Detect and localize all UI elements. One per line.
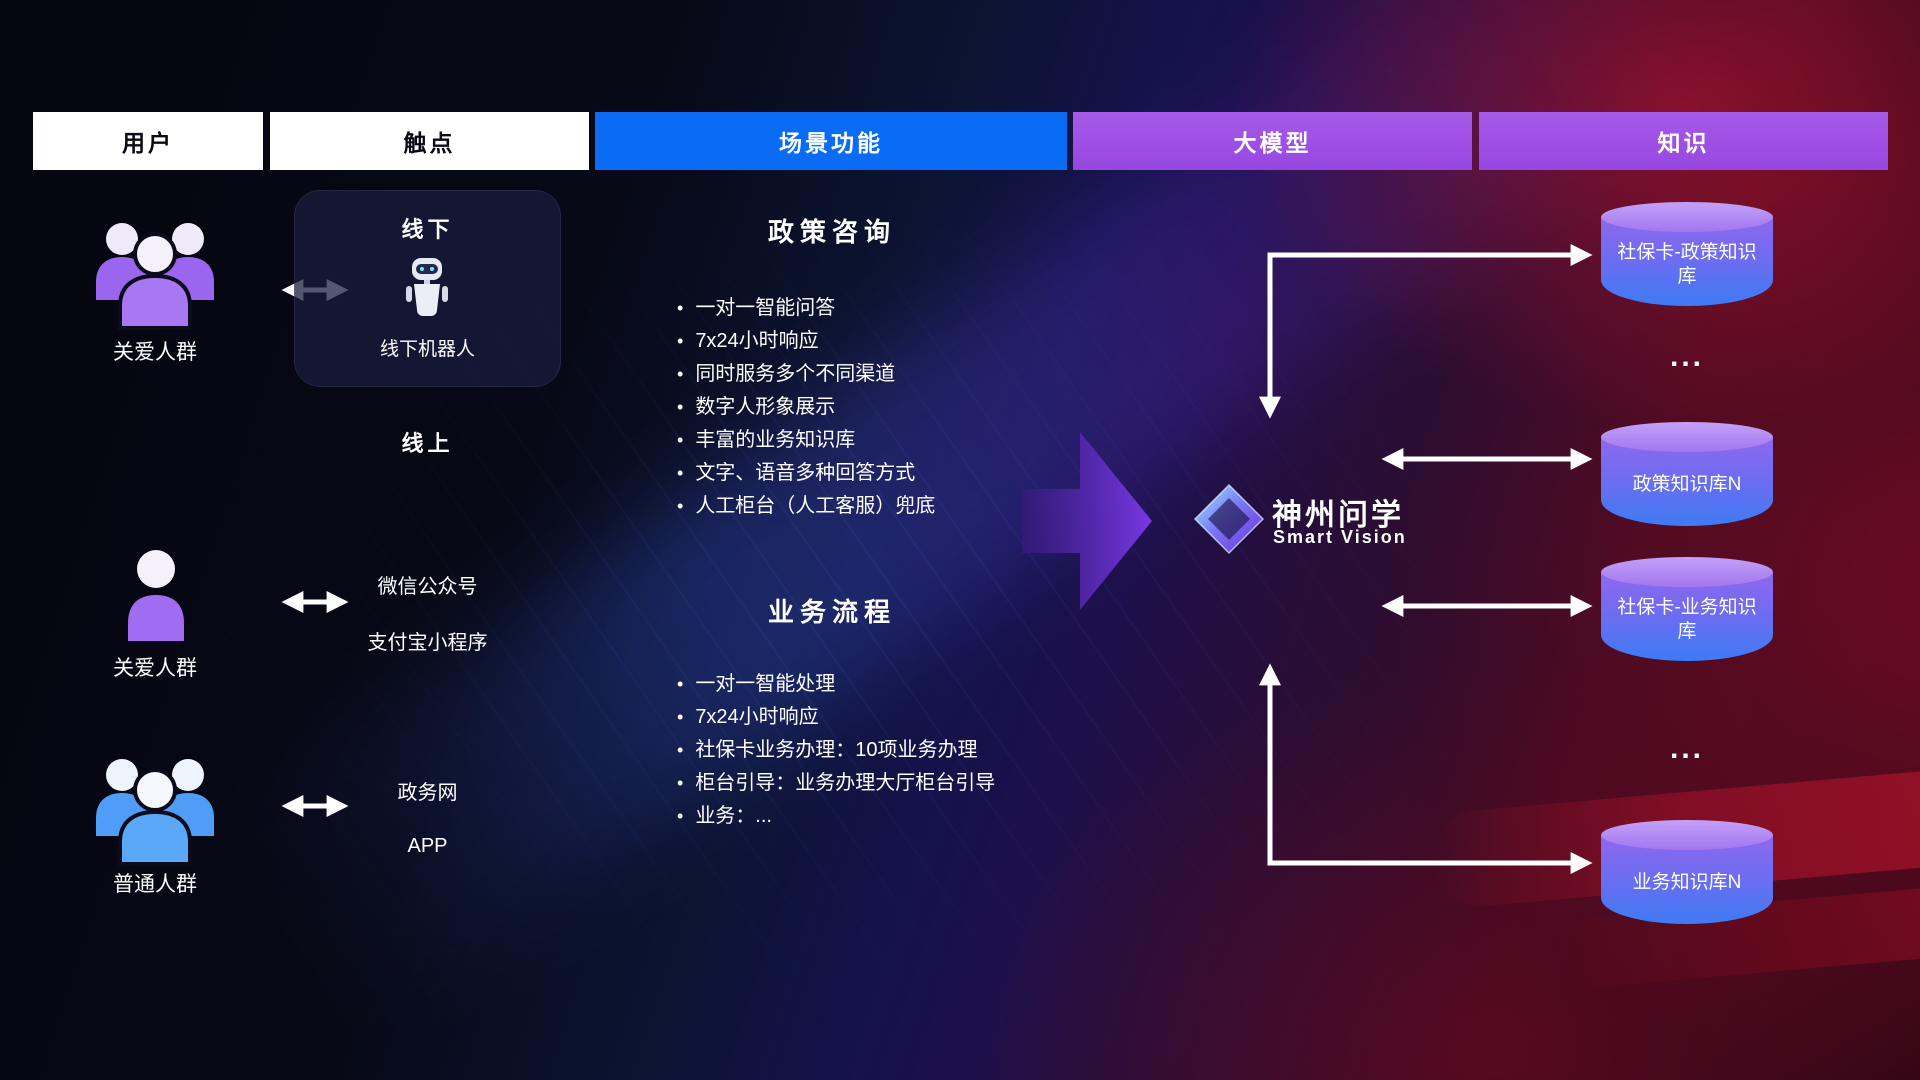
offline-robot-label: 线下机器人: [379, 339, 475, 360]
db-business-n: 业务知识库N: [1601, 820, 1773, 924]
cylinder-top: [1601, 557, 1773, 587]
arrow-model-db4: [1258, 663, 1593, 875]
online-title: 线上: [401, 431, 454, 456]
header-col-knowledge: 知识: [1479, 112, 1888, 170]
header-col-touchpoints: 触点: [270, 112, 589, 170]
db-label: 业务知识库N: [1632, 872, 1742, 893]
policy-item: 数字人形象展示: [677, 391, 935, 424]
brand-logo-icon: [1193, 483, 1265, 555]
cylinder-top: [1601, 422, 1773, 452]
policy-item: 一对一智能问答: [677, 292, 935, 325]
touchpoint-app: APP: [407, 835, 448, 857]
business-list: 一对一智能处理 7x24小时响应 社保卡业务办理：10项业务办理 柜台引导：业务…: [677, 668, 995, 833]
brand-subtitle: Smart Vision: [1273, 527, 1407, 547]
business-item: 一对一智能处理: [677, 668, 995, 701]
db-policy-social-card: 社保卡-政策知识库: [1601, 202, 1773, 306]
header-col-large-model: 大模型: [1073, 112, 1472, 170]
policy-item: 丰富的业务知识库: [677, 424, 935, 457]
db-business-social-card: 社保卡-业务知识库: [1601, 557, 1773, 661]
policy-section-title: 政策咨询: [767, 217, 896, 247]
touchpoint-alipay: 支付宝小程序: [367, 632, 488, 654]
policy-item: 7x24小时响应: [677, 325, 935, 358]
brand-name: 神州问学: [1272, 499, 1404, 532]
db-policy-n: 政策知识库N: [1601, 422, 1773, 526]
user-group-2-label: 关爱人群: [113, 657, 197, 680]
business-section-title: 业务流程: [767, 597, 896, 627]
touchpoint-gov-web: 政务网: [397, 782, 458, 804]
flow-arrow: [1022, 432, 1152, 610]
ellipsis-policy: ...: [1669, 340, 1704, 373]
business-item: 7x24小时响应: [677, 701, 995, 734]
business-item: 柜台引导：业务办理大厅柜台引导: [677, 767, 995, 800]
policy-item: 同时服务多个不同渠道: [677, 358, 935, 391]
robot-icon: [406, 258, 448, 316]
cylinder-top: [1601, 202, 1773, 232]
person-purple-icon: [128, 550, 184, 641]
arrow-model-db1: [1258, 243, 1593, 419]
ellipsis-business: ...: [1669, 732, 1704, 765]
header-col-users: 用户: [33, 112, 263, 170]
user-group-3-label: 普通人群: [113, 873, 197, 896]
policy-item: 人工柜台（人工客服）兜底: [677, 490, 935, 523]
db-label: 社保卡-政策知识库: [1617, 242, 1757, 287]
people-group-purple-icon: [96, 223, 214, 330]
cylinder-top: [1601, 820, 1773, 850]
db-label: 政策知识库N: [1632, 474, 1742, 495]
db-label: 社保卡-业务知识库: [1617, 597, 1757, 642]
policy-item: 文字、语音多种回答方式: [677, 457, 935, 490]
business-item: 业务：...: [677, 800, 995, 833]
people-group-blue-icon: [96, 759, 214, 866]
touchpoint-wechat: 微信公众号: [377, 576, 478, 598]
header-col-scene-functions: 场景功能: [595, 112, 1067, 170]
policy-list: 一对一智能问答 7x24小时响应 同时服务多个不同渠道 数字人形象展示 丰富的业…: [677, 292, 935, 523]
user-group-1-label: 关爱人群: [113, 341, 197, 364]
business-item: 社保卡业务办理：10项业务办理: [677, 734, 995, 767]
offline-title: 线下: [401, 217, 454, 242]
